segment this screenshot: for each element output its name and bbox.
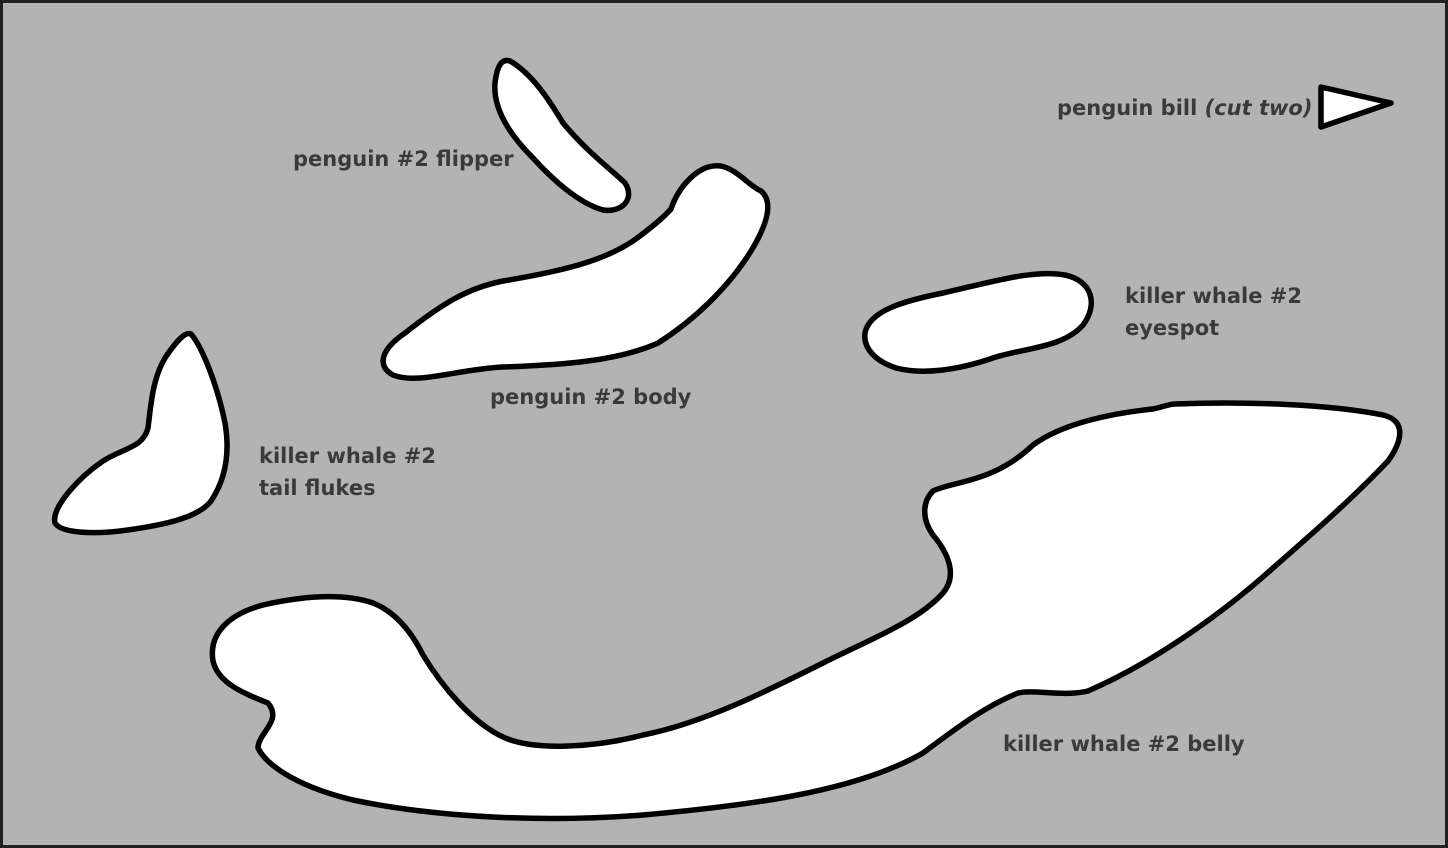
- pattern-shapes: [3, 3, 1448, 848]
- whale-eyespot-label: killer whale #2 eyespot: [1125, 280, 1302, 344]
- whale-tail-flukes-label-line1: killer whale #2: [259, 440, 436, 472]
- penguin-bill-shape[interactable]: [1321, 87, 1391, 127]
- whale-tail-flukes-shape[interactable]: [55, 334, 227, 533]
- whale-eyespot-label-line1: killer whale #2: [1125, 280, 1302, 312]
- penguin-bill-label-text: penguin bill: [1057, 96, 1197, 120]
- whale-eyespot-label-line2: eyespot: [1125, 312, 1302, 344]
- penguin-flipper-label: penguin #2 flipper: [293, 143, 514, 175]
- penguin-body-label: penguin #2 body: [490, 381, 691, 413]
- whale-tail-flukes-label: killer whale #2 tail flukes: [259, 440, 436, 504]
- whale-eyespot-shape[interactable]: [865, 274, 1092, 372]
- penguin-flipper-shape[interactable]: [495, 60, 629, 210]
- penguin-bill-label: penguin bill (cut two): [1057, 92, 1312, 124]
- whale-belly-label: killer whale #2 belly: [1003, 728, 1245, 760]
- penguin-bill-note: (cut two): [1205, 96, 1313, 120]
- whale-tail-flukes-label-line2: tail flukes: [259, 472, 436, 504]
